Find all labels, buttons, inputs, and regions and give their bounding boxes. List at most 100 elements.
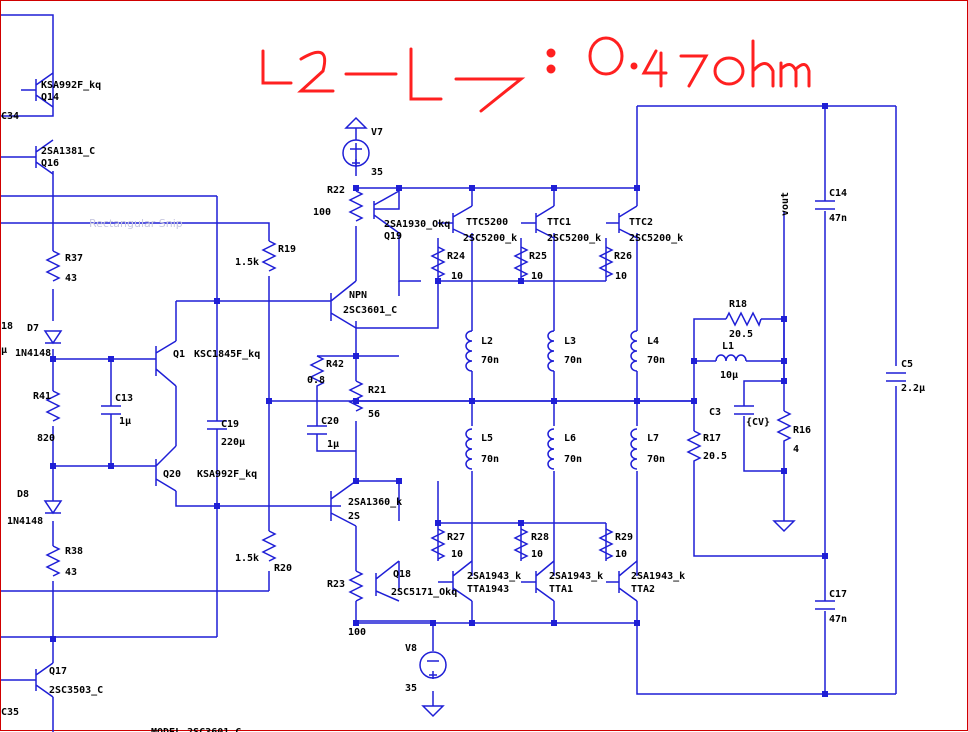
label-edgemu: µ [1,345,7,356]
label-q17-ref: Q17 [49,666,67,677]
label-l7-ref: L7 [647,433,659,444]
label-q1-type: KSC1845F_kq [194,349,260,360]
ground-top-v7 [344,116,368,140]
label-r23-ref: R23 [327,579,345,590]
label-q14-type: KSA992F_kq [41,80,101,91]
resistor-r21 [348,380,364,412]
inductor-l3 [547,330,555,372]
label-tta1-type: 2SA1943_k [549,571,603,582]
resistor-r16 [776,410,792,471]
label-r42-ref: R42 [326,359,344,370]
resistor-r24 [430,246,446,278]
label-q19-ref: Q19 [384,231,402,242]
label-r21-val: 56 [368,409,380,420]
ground-r16 [772,520,796,533]
label-q19-type: 2SA1930_Okq [384,219,450,230]
label-r18-ref: R18 [729,299,747,310]
resistor-r28 [513,528,529,560]
label-r41-val: 820 [37,433,55,444]
label-v8-ref: V8 [405,643,417,654]
label-r29-ref: R29 [615,532,633,543]
label-vout: vout [1,1,25,4]
resistors [45,190,792,602]
transistor-q17 [1,662,54,732]
label-r20-ref: R20 [274,563,292,574]
label-c5-val: 2.2µ [901,383,925,394]
label-c19-ref: C19 [221,419,239,430]
transistor-q1 [155,340,177,387]
resistor-r26 [598,246,614,278]
label-v8-val: 35 [405,683,417,694]
label-r20-val: 1.5k [235,553,259,564]
label-r41-ref: R41 [33,391,51,402]
transistor-q20 [155,445,177,492]
label-d8-ref: D8 [17,489,29,500]
label-c14-ref: C14 [829,188,847,199]
label-tta1943-ref: TTA1943 [467,584,509,595]
label-q2s-ref: 2S [348,511,360,522]
label-q2s-type: 2SA1360_k [348,497,402,508]
label-l2-ref: L2 [481,336,493,347]
transistor-tta2 [606,560,638,602]
label-r26-val: 10 [615,271,627,282]
label-r28-ref: R28 [531,532,549,543]
label-l6-val: 70n [564,454,582,465]
label-l3-val: 70n [564,355,582,366]
capacitor-c17 [815,600,835,610]
label-d7-type: 1N4148 [15,348,51,359]
label-npn-ref: NPN [349,290,367,301]
voltage-sources [342,116,796,718]
label-tta2-type: 2SA1943_k [631,571,685,582]
capacitor-c19 [207,411,227,441]
label-r21-ref: R21 [368,385,386,396]
label-r16-val: 4 [793,444,799,455]
diodes [43,330,63,515]
label-r25-ref: R25 [529,251,547,262]
label-r29-val: 10 [615,549,627,560]
label-c19-val: 220µ [221,437,245,448]
label-r27-val: 10 [451,549,463,560]
diode-d7 [43,330,63,345]
label-c35: C35 [1,707,19,718]
ghost-label: Rectangular Snip [89,217,183,230]
resistor-r17 [686,430,702,471]
label-l6-ref: L6 [564,433,576,444]
label-ttc5200-ref: TTC5200 [466,217,508,228]
label-c13-val: 1µ [119,416,131,427]
label-q18-type: 2SC5171_Okq [391,587,457,598]
label-c5-ref: C5 [901,359,913,370]
inductor-l4 [630,330,638,372]
transistor-2sa1360 [330,480,357,527]
transistor-q16 [1,139,54,175]
label-c3-val: {CV} [746,417,770,428]
label-q14-ref: Q14 [41,92,59,103]
label-q1-ref: Q1 [173,349,185,360]
label-r25-val: 10 [531,271,543,282]
label-v7-ref: V7 [371,127,383,138]
label-c17-val: 47n [829,614,847,625]
label-tta1-ref: TTA1 [549,584,573,595]
diode-d8 [43,500,63,515]
label-edge18: 18 [1,321,13,332]
label-r17-val: 20.5 [703,451,727,462]
resistor-r38 [45,545,61,577]
capacitor-c3 [734,405,754,415]
label-q16-type: 2SA1381_C [41,146,95,157]
label-r28-val: 10 [531,549,543,560]
label-v7-val: 35 [371,167,383,178]
transistor-tta1 [521,560,555,602]
label-l4-ref: L4 [647,336,659,347]
transistor-q19 [373,190,400,234]
handwritten-annotation [261,36,811,113]
label-ttc5200-type: 2SC5200_k [463,233,517,244]
label-c14-val: 47n [829,213,847,224]
label-c20-val: 1µ [327,439,339,450]
label-l3-ref: L3 [564,336,576,347]
capacitor-c13 [101,401,121,421]
ground-v8 [421,705,445,718]
label-q17-type: 2SC3503_C [49,685,103,696]
label-r38-val: 43 [65,567,77,578]
transistors [1,72,638,732]
